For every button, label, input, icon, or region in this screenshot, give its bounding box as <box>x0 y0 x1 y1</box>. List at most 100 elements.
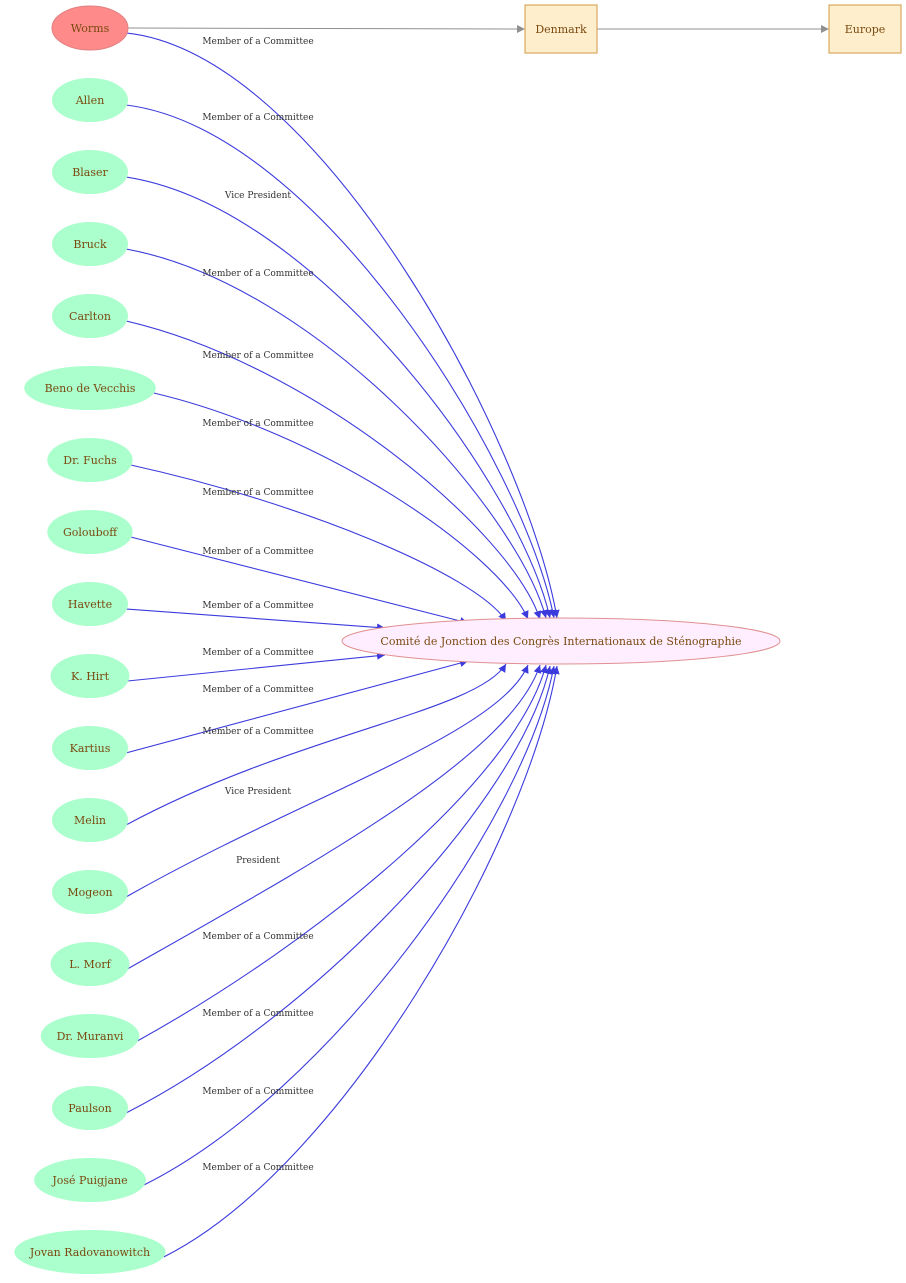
place-name: Denmark <box>535 23 587 36</box>
person-node-worms[interactable]: Worms <box>51 5 129 51</box>
edge-paulson-to-organization <box>125 665 553 1114</box>
edge-golouboff-to-organization <box>130 536 469 625</box>
person-name: Kartius <box>70 742 111 755</box>
person-node-morf[interactable]: L. Morf <box>50 942 130 986</box>
edge-label-kartius: Member of a Committee <box>202 685 313 695</box>
person-node-fuchs[interactable]: Dr. Fuchs <box>47 438 133 482</box>
person-ellipse <box>52 222 128 266</box>
person-ellipse <box>34 1158 146 1202</box>
person-node-havette[interactable]: Havette <box>52 582 128 626</box>
person-node-paulson[interactable]: Paulson <box>52 1086 128 1130</box>
person-node-carlton[interactable]: Carlton <box>52 294 128 338</box>
person-ellipse <box>52 78 128 122</box>
place-node-denmark[interactable]: Denmark <box>524 4 598 54</box>
person-name: Golouboff <box>63 526 118 539</box>
edge-label-radovanowitch: Member of a Committee <box>202 1163 313 1173</box>
place-name: Europe <box>845 23 886 36</box>
edge-label-paulson: Member of a Committee <box>202 1009 313 1019</box>
person-name: Carlton <box>69 310 111 323</box>
edge-label-carlton: Member of a Committee <box>202 351 313 361</box>
edge-hirt-to-organization <box>127 651 386 682</box>
person-ellipse <box>50 654 130 698</box>
person-node-golouboff[interactable]: Golouboff <box>47 510 133 554</box>
edges-layer <box>125 24 829 1258</box>
person-name: Paulson <box>68 1102 111 1115</box>
edge-label-blaser: Vice President <box>224 191 292 201</box>
edge-melin-to-organization <box>125 663 507 826</box>
edge-label-allen: Member of a Committee <box>202 113 313 123</box>
organization-node[interactable]: Comité de Jonction des Congrès Internati… <box>341 617 781 665</box>
person-node-melin[interactable]: Melin <box>52 798 128 842</box>
organization-ellipse <box>341 617 781 665</box>
person-node-radovanowitch[interactable]: Jovan Radovanowitch <box>14 1230 166 1274</box>
person-name: Dr. Muranvi <box>57 1030 124 1043</box>
edge-blaser-to-organization <box>125 176 553 619</box>
person-ellipse <box>47 510 133 554</box>
place-box <box>524 4 598 54</box>
edge-fuchs-to-organization <box>130 464 507 622</box>
person-node-bruck[interactable]: Bruck <box>52 222 128 266</box>
person-node-blaser[interactable]: Blaser <box>52 150 128 194</box>
person-name: Bruck <box>73 238 107 251</box>
edge-puigjane-to-organization <box>143 665 557 1186</box>
person-ellipse <box>52 294 128 338</box>
person-name: Beno de Vecchis <box>45 382 136 395</box>
person-name: Melin <box>74 814 106 827</box>
edge-worms-to-organization <box>125 32 560 619</box>
organization-name: Comité de Jonction des Congrès Internati… <box>380 635 741 648</box>
person-ellipse <box>50 942 130 986</box>
person-name: L. Morf <box>69 958 111 971</box>
edge-havette-to-organization <box>125 608 386 632</box>
person-name: Blaser <box>72 166 108 179</box>
edge-label-melin: Member of a Committee <box>202 727 313 737</box>
person-node-hirt[interactable]: K. Hirt <box>50 654 130 698</box>
edge-label-mogeon: Vice President <box>224 787 292 797</box>
person-node-muranvi[interactable]: Dr. Muranvi <box>40 1014 140 1058</box>
edge-kartius-to-organization <box>125 659 469 754</box>
edge-label-golouboff: Member of a Committee <box>202 547 313 557</box>
edge-label-muranvi: Member of a Committee <box>202 932 313 942</box>
edge-label-hirt: Member of a Committee <box>202 648 313 658</box>
edge-radovanowitch-to-organization <box>163 665 560 1258</box>
edge-carlton-to-organization <box>125 320 542 620</box>
person-ellipse <box>52 1086 128 1130</box>
person-name: Worms <box>71 22 110 35</box>
edge-muranvi-to-organization <box>137 664 548 1042</box>
person-ellipse <box>52 798 128 842</box>
edge-label-morf: President <box>236 856 280 866</box>
person-name: Dr. Fuchs <box>63 454 117 467</box>
edge-label-havette: Member of a Committee <box>202 601 313 611</box>
person-ellipse <box>52 582 128 626</box>
edge-label-vecchis: Member of a Committee <box>202 419 313 429</box>
edge-bruck-to-organization <box>125 248 548 619</box>
edge-label-bruck: Member of a Committee <box>202 269 313 279</box>
person-ellipse <box>14 1230 166 1274</box>
person-node-kartius[interactable]: Kartius <box>52 726 128 770</box>
person-node-allen[interactable]: Allen <box>52 78 128 122</box>
edge-mogeon-to-organization <box>125 664 529 898</box>
person-ellipse <box>24 366 156 410</box>
edge-label-fuchs: Member of a Committee <box>202 488 313 498</box>
person-ellipse <box>52 870 128 914</box>
place-node-europe[interactable]: Europe <box>828 4 902 54</box>
edge-morf-to-organization <box>127 664 542 970</box>
person-name: Havette <box>68 598 112 611</box>
edge-allen-to-organization <box>125 104 557 619</box>
person-node-mogeon[interactable]: Mogeon <box>52 870 128 914</box>
person-ellipse <box>40 1014 140 1058</box>
person-name: Jovan Radovanowitch <box>29 1246 150 1259</box>
person-node-puigjane[interactable]: José Puigjane <box>34 1158 146 1202</box>
place-box <box>828 4 902 54</box>
person-name: José Puigjane <box>51 1174 127 1187</box>
person-node-vecchis[interactable]: Beno de Vecchis <box>24 366 156 410</box>
person-name: Mogeon <box>67 886 112 899</box>
edge-label-worms: Member of a Committee <box>202 37 313 47</box>
person-name: K. Hirt <box>71 670 110 683</box>
person-ellipse <box>51 5 129 51</box>
edge-worms-to-denmark <box>127 24 526 33</box>
person-ellipse <box>52 150 128 194</box>
edge-label-puigjane: Member of a Committee <box>202 1087 313 1097</box>
person-ellipse <box>52 726 128 770</box>
